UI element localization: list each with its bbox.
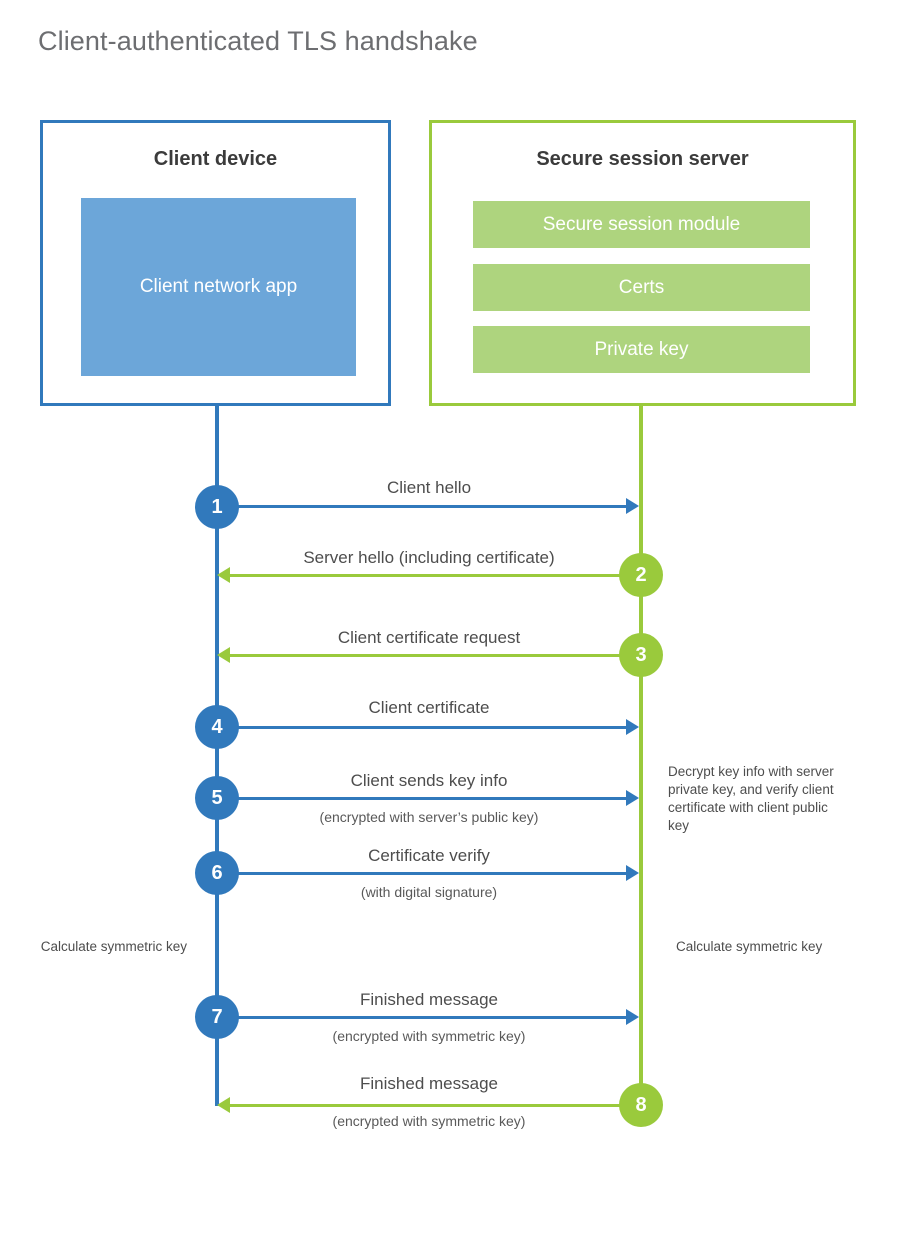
actor-box-server: Secure session server Secure session mod… xyxy=(429,120,856,406)
message-label-3: Client certificate request xyxy=(337,628,521,647)
server-block-private-key: Private key xyxy=(473,326,810,373)
message-sublabel-6: (with digital signature) xyxy=(360,884,498,900)
message-label-5: Client sends key info xyxy=(350,771,508,790)
arrow-line-3 xyxy=(230,654,641,657)
client-network-app-block: Client network app xyxy=(81,198,356,376)
message-label-7: Finished message xyxy=(360,990,498,1009)
step-circle-6[interactable]: 6 xyxy=(195,851,239,895)
message-sublabel-8: (encrypted with symmetric key) xyxy=(332,1113,526,1129)
step-circle-5[interactable]: 5 xyxy=(195,776,239,820)
message-label-8: Finished message xyxy=(360,1074,498,1093)
arrow-head-4 xyxy=(626,719,639,735)
step-circle-4[interactable]: 4 xyxy=(195,705,239,749)
note-client-calculate-symmetric-key: Calculate symmetric key xyxy=(40,939,187,954)
arrow-line-7 xyxy=(217,1016,626,1019)
step-circle-3[interactable]: 3 xyxy=(619,633,663,677)
arrow-line-4 xyxy=(217,726,626,729)
note-server-calculate-symmetric-key: Calculate symmetric key xyxy=(676,939,823,954)
message-sublabel-7: (encrypted with symmetric key) xyxy=(332,1028,526,1044)
arrow-line-2 xyxy=(230,574,641,577)
arrow-head-3 xyxy=(217,647,230,663)
arrow-line-1 xyxy=(217,505,626,508)
step-circle-1[interactable]: 1 xyxy=(195,485,239,529)
arrow-line-8 xyxy=(230,1104,641,1107)
arrow-line-5 xyxy=(217,797,626,800)
step-circle-2[interactable]: 2 xyxy=(619,553,663,597)
message-label-4: Client certificate xyxy=(368,698,490,717)
message-sublabel-5: (encrypted with server’s public key) xyxy=(319,809,539,825)
step-circle-7[interactable]: 7 xyxy=(195,995,239,1039)
actor-title-client: Client device xyxy=(153,148,278,170)
message-label-6: Certificate verify xyxy=(368,846,490,865)
note-server-decrypt: Decrypt key info with server private key… xyxy=(668,764,834,833)
step-circle-8[interactable]: 8 xyxy=(619,1083,663,1127)
arrow-head-2 xyxy=(217,567,230,583)
arrow-head-7 xyxy=(626,1009,639,1025)
message-label-2: Server hello (including certificate) xyxy=(303,548,555,567)
arrow-head-5 xyxy=(626,790,639,806)
arrow-head-8 xyxy=(217,1097,230,1113)
page-title: Client-authenticated TLS handshake xyxy=(38,26,478,56)
actor-title-server: Secure session server xyxy=(536,148,749,170)
lifeline-server xyxy=(639,406,643,1106)
arrow-head-1 xyxy=(626,498,639,514)
actor-box-client: Client device Client network app xyxy=(40,120,391,406)
message-label-1: Client hello xyxy=(386,478,472,497)
arrow-line-6 xyxy=(217,872,626,875)
lifeline-client xyxy=(215,406,219,1106)
server-block-secure-session-module: Secure session module xyxy=(473,201,810,248)
arrow-head-6 xyxy=(626,865,639,881)
server-block-certs: Certs xyxy=(473,264,810,311)
